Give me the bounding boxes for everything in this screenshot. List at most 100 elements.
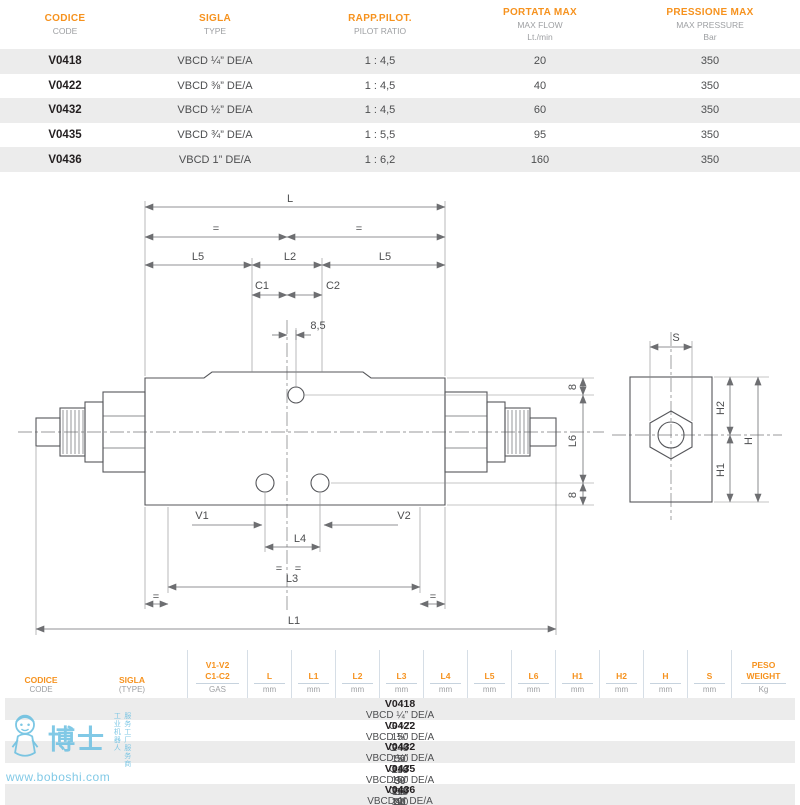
value-cell: 190 — [391, 796, 409, 805]
dim-label-L4: L4 — [294, 533, 306, 545]
value-cell: 50 — [394, 797, 406, 805]
equal-mark: = — [213, 223, 219, 235]
dim-label-H1: H1 — [715, 463, 727, 477]
column-header-code: CODICE CODE — [0, 13, 130, 36]
value-cell: 50 — [394, 787, 406, 798]
dim-label-C1: C1 — [255, 280, 269, 292]
code-cell: V0422 — [48, 79, 82, 92]
code-cell: V0418 — [48, 55, 82, 68]
dimension-lines — [35, 203, 762, 633]
header-unit: Bar — [703, 32, 717, 42]
equal-mark: = — [430, 591, 436, 603]
code-cell: V0418 — [384, 698, 416, 710]
value-cell: 248 — [391, 786, 409, 797]
dim-label-L5: L5 — [379, 251, 391, 263]
value-cell: 150 — [391, 753, 409, 765]
value-cell: VBCD ½” DE/A — [177, 104, 253, 117]
watermark-tagline-line: 工业机器人 — [113, 712, 121, 752]
value-cell: 44 — [394, 798, 406, 805]
value-cell: 150 — [391, 732, 409, 743]
value-cell: 50 — [394, 775, 406, 787]
dimension-labels: L = = L5 L2 L5 C1 C2 8,5 8 L6 8 V1 V2 L4… — [153, 193, 755, 627]
value-cell: G ¾” — [388, 785, 412, 797]
header-sublabel: MAX PRESSURE — [676, 20, 744, 30]
code-cell: V0436 — [384, 784, 416, 796]
value-cell: G ¼” — [388, 721, 412, 732]
column-header-type: SIGLA TYPE — [130, 13, 300, 36]
extension-lines — [35, 201, 769, 635]
value-cell: 350 — [700, 55, 720, 68]
value-cell: 1 : 4,5 — [364, 104, 396, 117]
dim-label-8: 8 — [567, 492, 579, 498]
equal-mark: = — [295, 563, 301, 575]
dim-label-L6: L6 — [567, 435, 579, 447]
value-cell: VBCD 1” DE/A — [178, 153, 252, 166]
equal-mark: = — [356, 223, 362, 235]
value-cell: 350 — [700, 153, 720, 166]
header-label: CODICE — [44, 13, 86, 24]
value-cell: 110 — [392, 786, 408, 798]
value-cell: 20 — [533, 55, 547, 68]
value-cell: 350 — [700, 79, 720, 92]
mascot-icon — [11, 714, 39, 757]
value-cell: 350 — [700, 129, 720, 142]
dim-label-V1: V1 — [195, 510, 208, 522]
dim-label-V2: V2 — [397, 510, 410, 522]
watermark-tagline-line: 服务工厂服务商 — [123, 712, 131, 768]
value-cell: 95 — [533, 129, 547, 142]
code-cell: V0436 — [48, 153, 82, 166]
valve-side-view — [629, 376, 713, 503]
column-header-pilot-ratio: RAPP.PILOT. PILOT RATIO — [300, 13, 460, 36]
value-cell: VBCD ½” DE/A — [365, 753, 435, 764]
value-cell: 160 — [530, 153, 550, 166]
header-label: PORTATA MAX — [502, 7, 578, 18]
flow-table-header: CODICE CODE SIGLA TYPE RAPP.PILOT. PILOT… — [0, 7, 800, 49]
value-cell: VBCD ¼” DE/A — [177, 55, 253, 68]
dim-label-L5: L5 — [192, 251, 204, 263]
watermark-tagline: 工业机器人 服务工厂服务商 — [112, 712, 131, 768]
value-cell: 1 : 6,2 — [364, 153, 396, 166]
equal-mark: = — [276, 563, 282, 575]
code-cell: V0435 — [384, 762, 416, 775]
value-cell: 50 — [394, 754, 406, 765]
column-header-max-flow: PORTATA MAX MAX FLOW Lt./min — [460, 7, 620, 42]
watermark-url: www.boboshi.com — [6, 770, 111, 784]
technical-drawing: L = = L5 L2 L5 C1 C2 8,5 8 L6 8 V1 V2 L4… — [18, 193, 782, 635]
value-cell: 30 — [394, 797, 406, 805]
flow-table: CODICE CODE SIGLA TYPE RAPP.PILOT. PILOT… — [0, 7, 800, 172]
value-cell: VBCD ¾” DE/A — [177, 129, 253, 142]
value-cell: 40 — [533, 79, 547, 92]
value-cell: VBCD 1” DE/A — [367, 796, 433, 805]
value-cell: VBCD ⅜” DE/A — [177, 79, 253, 92]
value-cell: G ½” — [388, 764, 412, 775]
dim-label-L3: L3 — [286, 573, 298, 585]
header-label: RAPP.PILOT. — [348, 13, 412, 24]
value-cell: VBCD ¼” DE/A — [365, 710, 435, 721]
code-cell: V0432 — [48, 104, 82, 117]
value-cell: VBCD ⅜” DE/A — [365, 731, 435, 743]
dim-label-8-5: 8,5 — [310, 320, 325, 332]
value-cell: 248 — [391, 764, 409, 776]
value-cell: 1 : 5,5 — [364, 129, 396, 142]
centerlines — [18, 320, 782, 612]
header-label: PRESSIONE MAX — [666, 7, 754, 18]
